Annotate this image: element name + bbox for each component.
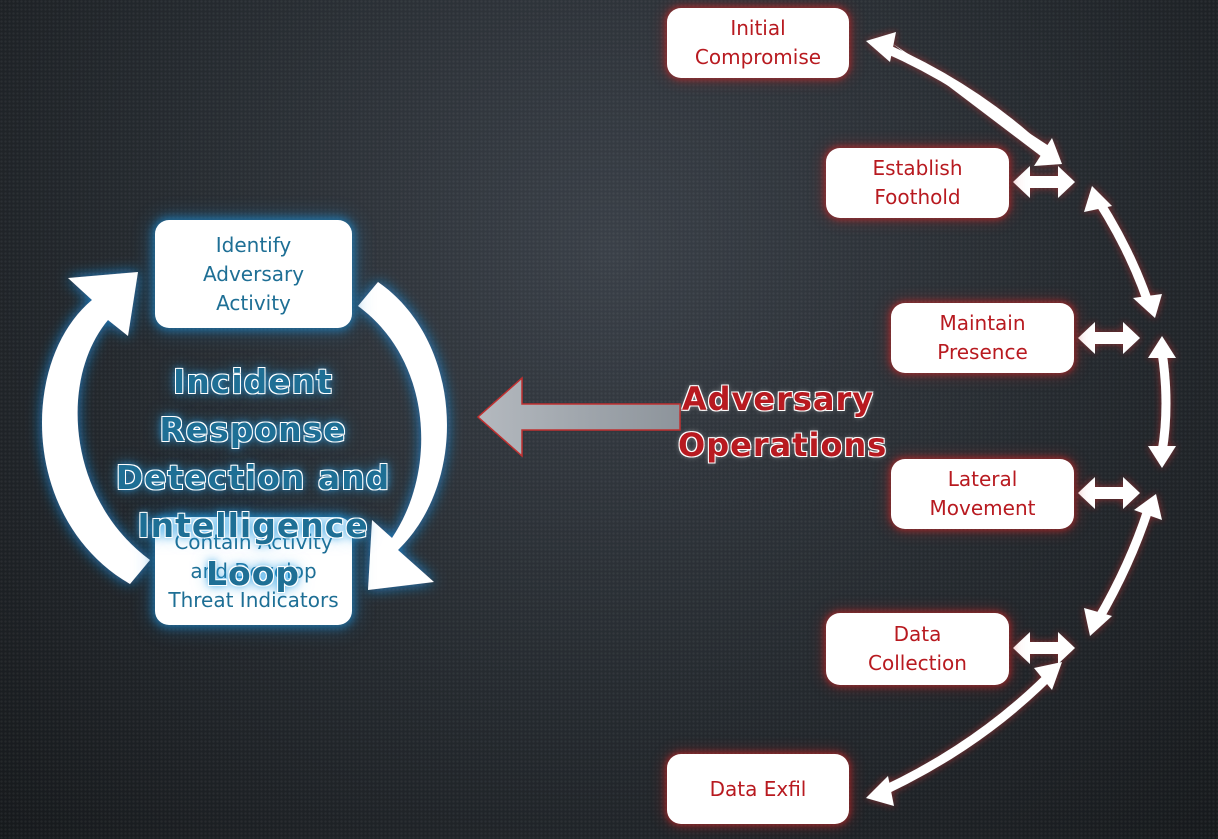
adversary-to-loop-arrow — [476, 376, 681, 458]
loop-step-identify: Identify Adversary Activity — [155, 220, 352, 328]
loop-arrow-left — [42, 272, 150, 584]
double-arrow-collection — [1013, 632, 1075, 664]
stage-label: Data Collection — [868, 622, 967, 675]
stage-establish-foothold: Establish Foothold — [826, 148, 1009, 218]
stage-initial-compromise: Initial Compromise — [667, 8, 849, 78]
stage-label: Initial Compromise — [694, 16, 822, 69]
stage-lateral-movement: Lateral Movement — [891, 459, 1074, 529]
arrow-head — [1084, 608, 1112, 636]
stage-label: Lateral Movement — [929, 467, 1036, 520]
stage-maintain-presence: Maintain Presence — [891, 303, 1074, 373]
arc-segment — [883, 43, 1054, 162]
arrow-head — [1148, 446, 1176, 468]
arc-segment — [1094, 508, 1153, 623]
adversary-operations-title: Adversary Operations — [678, 380, 888, 464]
arc-segment — [1094, 197, 1153, 304]
arrow-head — [866, 776, 894, 806]
arrow-head — [1134, 494, 1162, 520]
double-arrow-lateral — [1078, 477, 1140, 509]
stage-label: Maintain Presence — [937, 311, 1028, 364]
arrow-head — [1034, 662, 1062, 690]
loop-step-contain-label: Contain Activity and Develop Threat Indi… — [168, 529, 339, 612]
arrow-head — [1084, 186, 1112, 212]
arrow-head — [1133, 294, 1162, 318]
loop-arrow-right — [358, 282, 447, 590]
double-arrow-presence — [1078, 322, 1140, 354]
stage-data-collection: Data Collection — [826, 613, 1009, 685]
stage-label: Establish Foothold — [872, 156, 963, 209]
loop-step-identify-label: Identify Adversary Activity — [202, 232, 305, 315]
incident-loop-title: Incident Response Detection and Intellig… — [115, 362, 391, 593]
arrow-head — [866, 32, 896, 62]
arrow-head — [1148, 336, 1176, 358]
adversary-arrows — [866, 32, 1176, 806]
loop-step-contain: Contain Activity and Develop Threat Indi… — [155, 517, 352, 625]
stage-data-exfil: Data Exfil — [667, 754, 849, 824]
arc-segment — [1157, 351, 1171, 453]
incident-loop-arrows — [42, 272, 447, 590]
arc-segment — [883, 671, 1054, 795]
double-arrow-foothold — [1013, 166, 1075, 198]
stage-label: Data Exfil — [709, 776, 807, 801]
